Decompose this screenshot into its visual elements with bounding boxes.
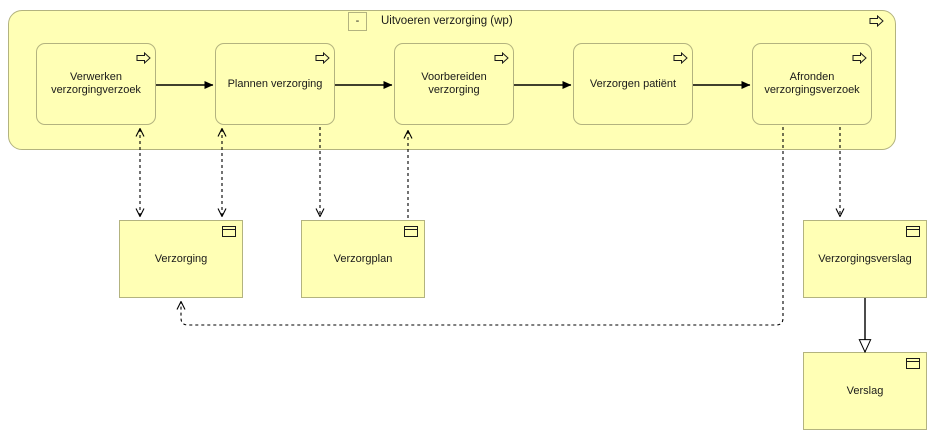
process-arrow-icon	[494, 52, 509, 64]
group-title: Uitvoeren verzorging (wp)	[381, 15, 513, 27]
process-arrow-icon	[315, 52, 330, 64]
data-object-icon	[404, 226, 418, 237]
process-label: Verwerken verzorgingverzoek	[51, 71, 141, 96]
process-plannen-verzorging[interactable]: Plannen verzorging	[215, 43, 335, 125]
process-arrow-icon	[869, 15, 884, 27]
data-object-icon	[906, 358, 920, 369]
connection-afronden-verzorging	[181, 127, 784, 326]
process-arrow-icon	[673, 52, 688, 64]
process-verwerken-verzorgingverzoek[interactable]: Verwerken verzorgingverzoek	[36, 43, 156, 125]
data-object-label: Verzorgplan	[333, 252, 393, 265]
data-object-icon	[906, 226, 920, 237]
process-arrow-icon	[852, 52, 867, 64]
process-arrow-icon	[136, 52, 151, 64]
group-collapse-toggle[interactable]: -	[348, 12, 367, 31]
data-object-label: Verslag	[846, 384, 884, 397]
process-label: Verzorgen patiënt	[589, 77, 677, 90]
process-label: Plannen verzorging	[227, 77, 323, 90]
data-object-verslag[interactable]: Verslag	[803, 352, 927, 430]
process-label: Afronden verzorgingsverzoek	[764, 71, 860, 96]
process-voorbereiden-verzorging[interactable]: Voorbereiden verzorging	[394, 43, 514, 125]
data-object-label: Verzorging	[154, 252, 208, 265]
process-label: Voorbereiden verzorging	[421, 71, 487, 96]
data-object-label: Verzorgingsverslag	[818, 252, 912, 265]
data-object-icon	[222, 226, 236, 237]
process-afronden-verzorgingsverzoek[interactable]: Afronden verzorgingsverzoek	[752, 43, 872, 125]
process-verzorgen-patient[interactable]: Verzorgen patiënt	[573, 43, 693, 125]
